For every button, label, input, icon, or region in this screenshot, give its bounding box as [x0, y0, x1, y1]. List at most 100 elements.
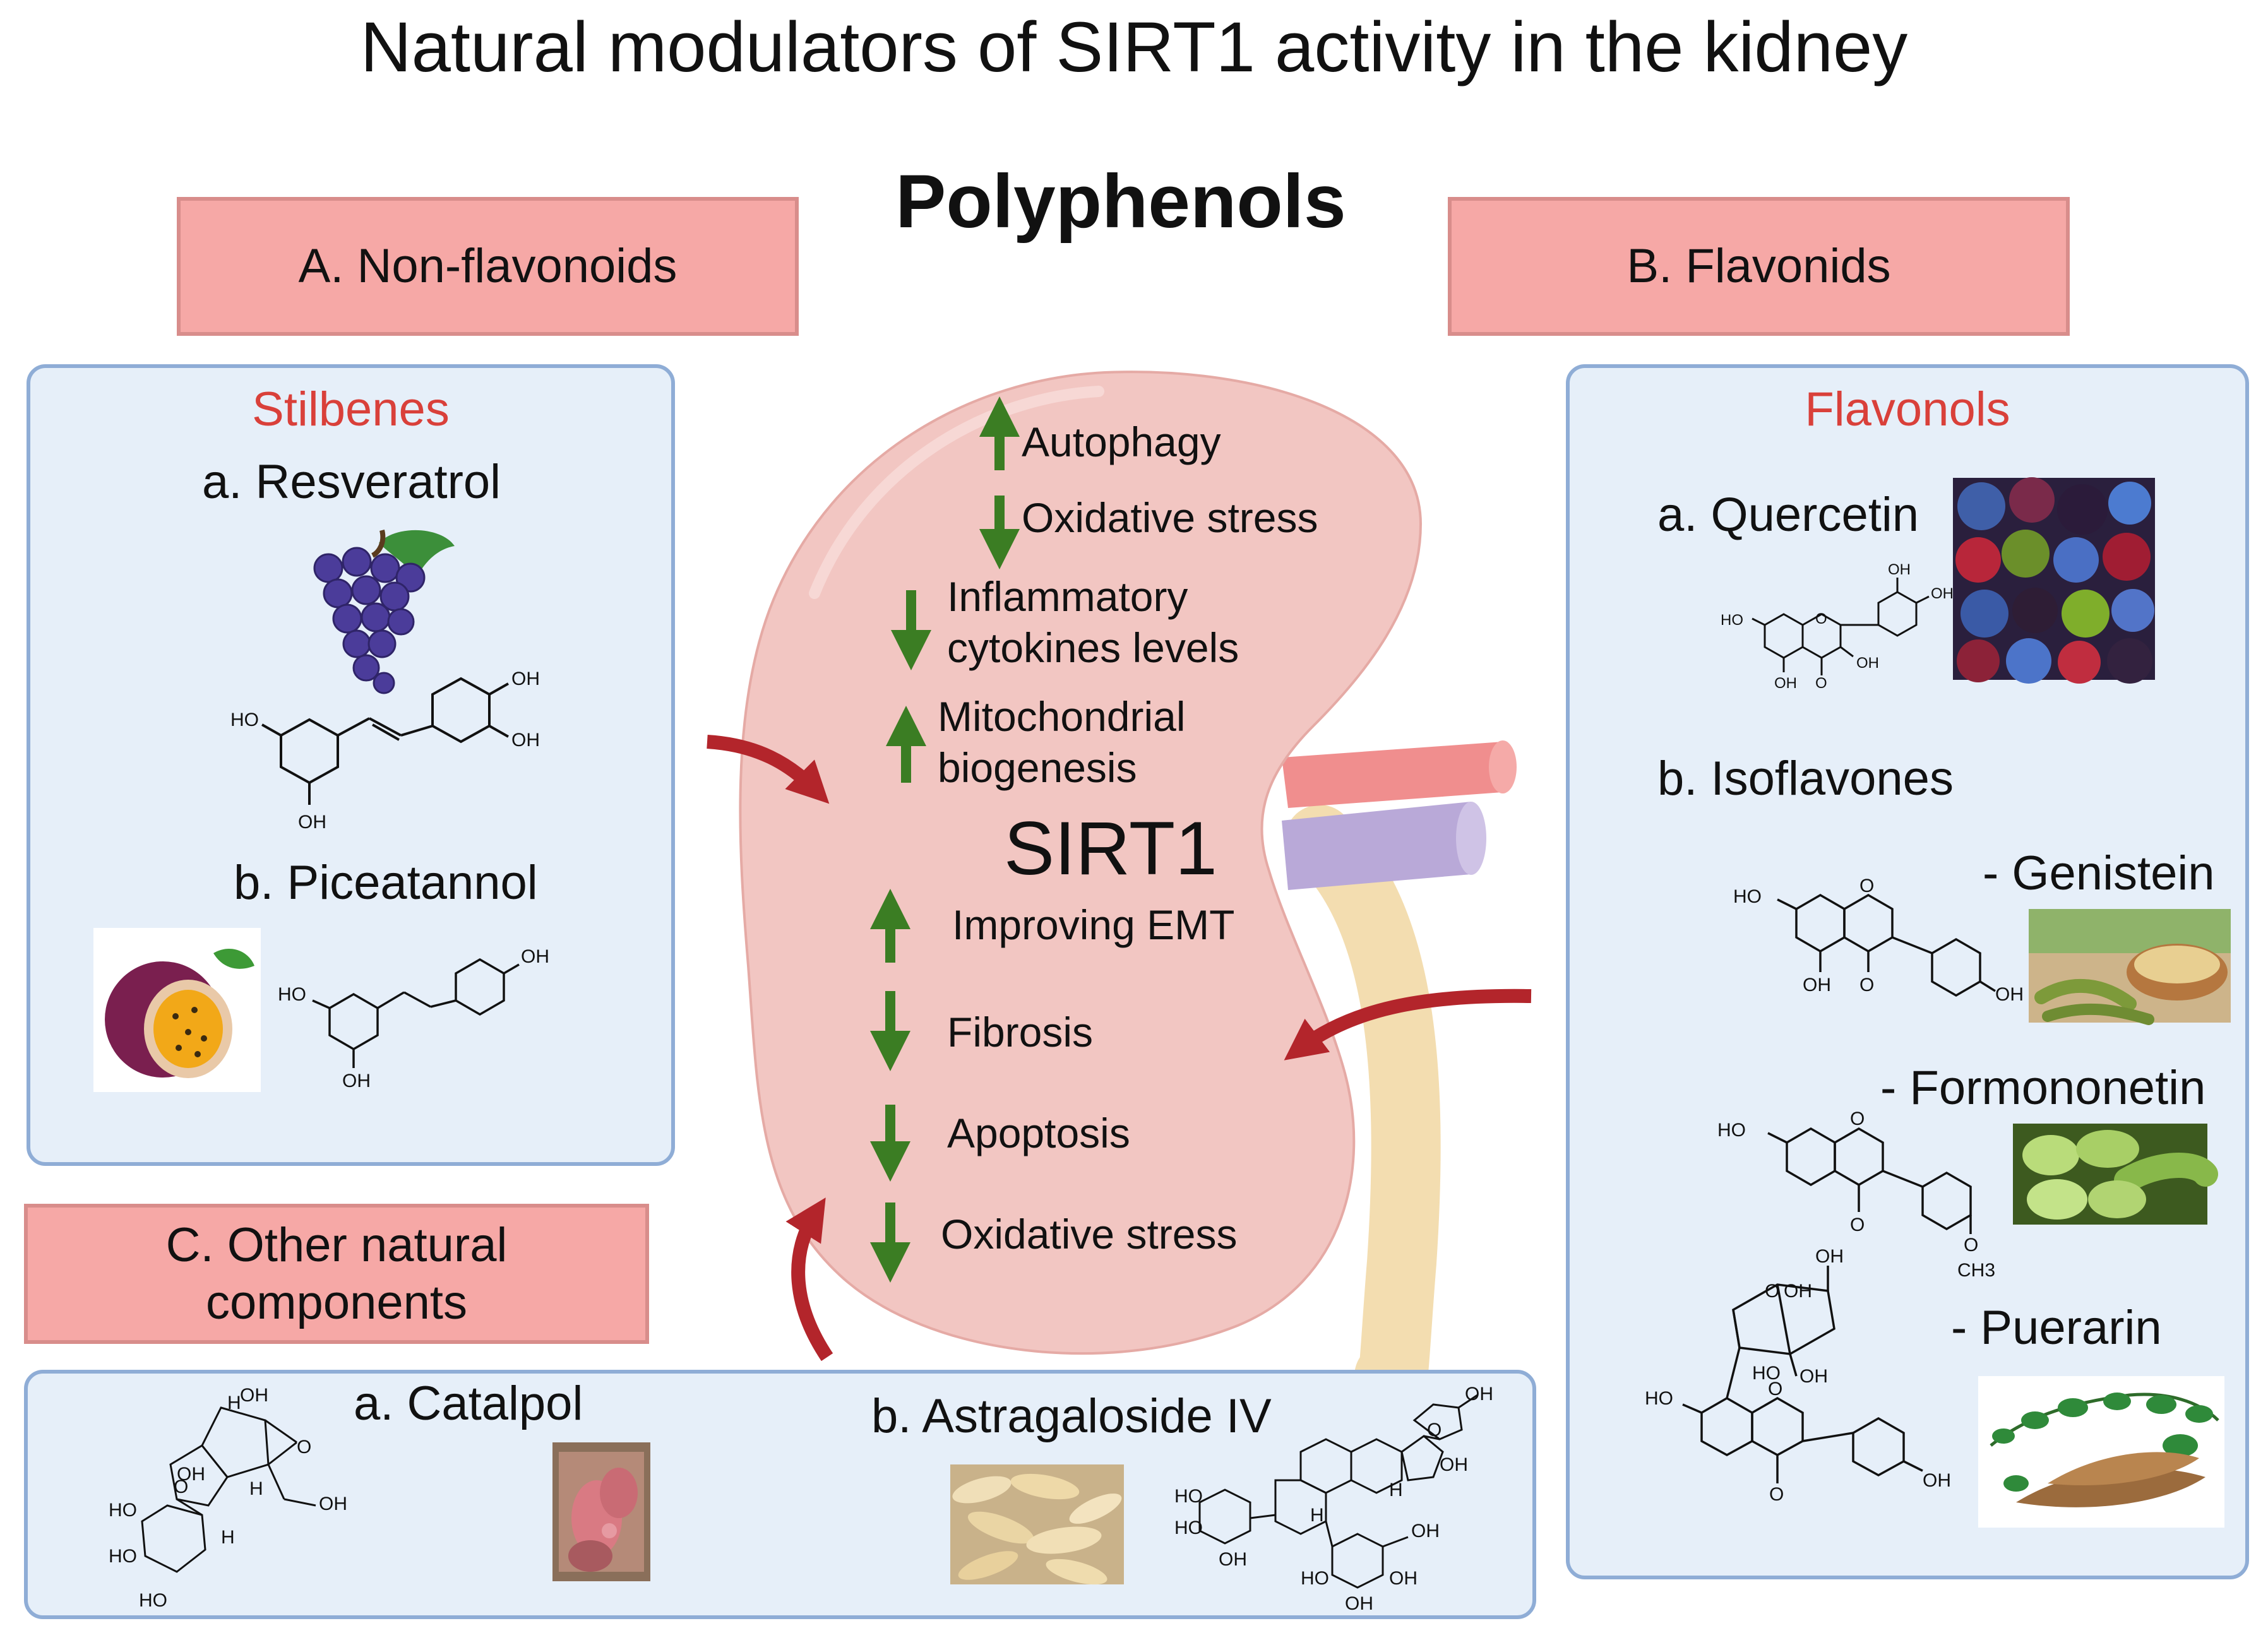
- effect-apoptosis: Apoptosis: [947, 1110, 1130, 1156]
- formononetin-structure: HO O O O CH3: [1717, 1108, 1995, 1281]
- astragaloside-label: b. Astragaloside IV: [871, 1389, 1272, 1443]
- mol-oh: OH: [1856, 655, 1879, 672]
- mol-o: O: [1427, 1420, 1441, 1440]
- mol-oh: OH: [1345, 1593, 1373, 1614]
- piceatannol-structure: HO OH OH: [278, 946, 549, 1091]
- mol-ho: HO: [1301, 1568, 1329, 1589]
- mol-ho: HO: [230, 710, 259, 730]
- effect-autophagy: Autophagy: [1022, 419, 1221, 465]
- catalpol-label: a. Catalpol: [354, 1377, 583, 1430]
- effect-mitochondrial-line1: Mitochondrial: [938, 693, 1186, 740]
- mol-o: O: [1815, 610, 1827, 627]
- mol-ho: HO: [1645, 1388, 1673, 1409]
- other-components-header-line2: components: [205, 1276, 468, 1329]
- mol-oh: OH: [511, 730, 540, 751]
- resveratrol-structure: HO OH OH OH: [230, 668, 540, 833]
- kudzu-root-icon: [1978, 1376, 2224, 1528]
- mol-o: O: [1850, 1108, 1865, 1129]
- mol-ch3: CH3: [1957, 1260, 1995, 1281]
- rehmannia-flower-icon: [552, 1442, 650, 1581]
- effect-fibrosis: Fibrosis: [947, 1009, 1094, 1055]
- non-flavonoids-header-label: A. Non-flavonoids: [298, 239, 677, 294]
- mol-oh: OH: [1803, 975, 1831, 995]
- mol-oh: OH: [1389, 1568, 1418, 1589]
- mol-ho: HO: [139, 1590, 167, 1611]
- isoflavones-label: b. Isoflavones: [1657, 752, 1954, 805]
- mol-oh: OH: [342, 1071, 371, 1091]
- other-components-panel: [24, 1370, 1536, 1619]
- mol-o: O: [1815, 675, 1827, 692]
- puerarin-structure: OH O OH HO OH HO O O OH: [1645, 1246, 1951, 1505]
- mol-h: H: [249, 1478, 263, 1499]
- mol-ho: HO: [1717, 1120, 1746, 1141]
- flavonols-label: Flavonols: [1805, 383, 2010, 436]
- effect-oxidative-stress-1: Oxidative stress: [1022, 494, 1318, 541]
- mol-oh: OH: [1923, 1470, 1951, 1491]
- mol-ho: HO: [1174, 1517, 1203, 1538]
- effect-emt: Improving EMT: [952, 901, 1235, 948]
- mol-oh: OH: [1931, 585, 1954, 602]
- arrow-from-flavonoids: [1284, 989, 1532, 1060]
- astragalus-slices-icon: [950, 1464, 1124, 1585]
- mol-o: O: [1850, 1214, 1865, 1235]
- mol-oh: OH: [1465, 1384, 1493, 1404]
- mol-o: O: [297, 1437, 311, 1458]
- mol-oh: OH: [1815, 1246, 1844, 1267]
- mol-oh: OH: [1799, 1366, 1828, 1387]
- passion-fruit-icon: [93, 928, 261, 1092]
- non-flavonoids-header: A. Non-flavonoids: [177, 197, 799, 336]
- mol-h: H: [1310, 1505, 1324, 1526]
- sirt1-label: SIRT1: [1004, 806, 1217, 891]
- mol-oh: OH: [240, 1385, 268, 1406]
- mol-o: O: [174, 1476, 188, 1497]
- mol-o: O: [1859, 975, 1874, 995]
- renal-vein: [1282, 802, 1471, 890]
- grape-icon: [313, 530, 455, 694]
- mol-h: H: [221, 1527, 235, 1548]
- mol-o: O: [1768, 1379, 1782, 1399]
- mol-ho: HO: [1721, 612, 1743, 629]
- renal-artery: [1282, 742, 1503, 808]
- arrow-from-non-flavonoids: [707, 735, 830, 804]
- mol-oh: OH: [1411, 1521, 1440, 1541]
- formononetin-label: - Formononetin: [1880, 1061, 2206, 1115]
- mol-oh: OH: [177, 1464, 205, 1485]
- mol-h: H: [1389, 1480, 1403, 1500]
- puerarin-label: - Puerarin: [1951, 1301, 2162, 1355]
- astragaloside-structure: OH O OH HO HO OH H H OH HO OH OH: [1174, 1384, 1493, 1614]
- effect-inflammatory-line1: Inflammatory: [947, 573, 1188, 620]
- mol-ho: HO: [278, 984, 306, 1005]
- mol-oh: OH: [1888, 561, 1911, 578]
- piceatannol-label: b. Piceatannol: [234, 856, 538, 910]
- genistein-label: - Genistein: [1983, 846, 2215, 900]
- mol-ho: HO: [109, 1500, 137, 1521]
- polyphenols-heading: Polyphenols: [895, 159, 1346, 244]
- effect-mitochondrial-line2: biogenesis: [938, 744, 1137, 791]
- stilbenes-label: Stilbenes: [252, 383, 450, 436]
- flavonoids-header-label: B. Flavonids: [1626, 239, 1891, 294]
- mol-ho: HO: [1733, 886, 1762, 907]
- arrow-from-other: [785, 1197, 833, 1362]
- mol-oh: OH: [1774, 675, 1797, 692]
- resveratrol-label: a. Resveratrol: [202, 455, 501, 509]
- mol-oh: OH: [521, 946, 549, 967]
- effect-inflammatory: Inflammatory cytokines levels: [947, 571, 1239, 673]
- mol-oh: OH: [1219, 1549, 1247, 1570]
- mol-o: O: [1859, 876, 1874, 896]
- mol-o: O: [1765, 1281, 1779, 1302]
- soybean-icon: [2029, 909, 2231, 1025]
- other-components-header: C. Other natural components: [24, 1204, 649, 1344]
- mol-o: O: [1769, 1484, 1784, 1505]
- mol-h: H: [227, 1393, 241, 1413]
- mol-oh: OH: [319, 1494, 347, 1514]
- mol-oh: OH: [511, 668, 540, 689]
- quercetin-structure: HO O OH O OH OH OH: [1721, 561, 1954, 692]
- mol-ho: HO: [1752, 1363, 1781, 1384]
- mol-ho: HO: [109, 1546, 137, 1567]
- effect-oxidative-stress-2: Oxidative stress: [941, 1211, 1238, 1257]
- flavonoids-header: B. Flavonids: [1448, 197, 2070, 336]
- mol-oh: OH: [1784, 1281, 1812, 1302]
- effect-mitochondrial: Mitochondrial biogenesis: [938, 691, 1186, 793]
